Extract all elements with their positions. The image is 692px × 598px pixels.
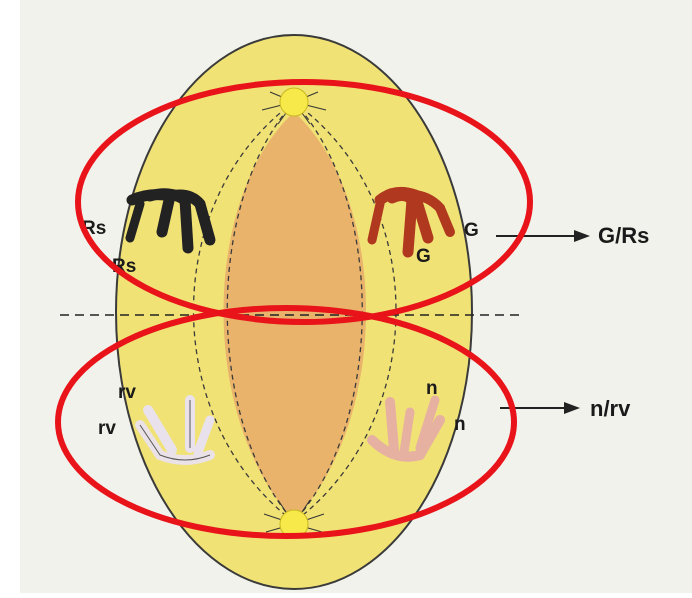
label-lower-right-1: n — [426, 378, 438, 399]
label-lower-right-2: n — [454, 414, 466, 435]
chromosome-pink-2 — [390, 402, 394, 450]
label-lower-left-2: rv — [98, 418, 116, 439]
top-centrosome-dot — [280, 88, 308, 116]
label-upper-right-1: G — [464, 220, 479, 241]
result-upper: G/Rs — [598, 223, 649, 248]
chromosome-pink-3 — [404, 412, 410, 452]
label-lower-left-1: rv — [118, 382, 136, 403]
result-lower: n/rv — [590, 396, 631, 421]
label-upper-right-2: G — [416, 246, 431, 267]
